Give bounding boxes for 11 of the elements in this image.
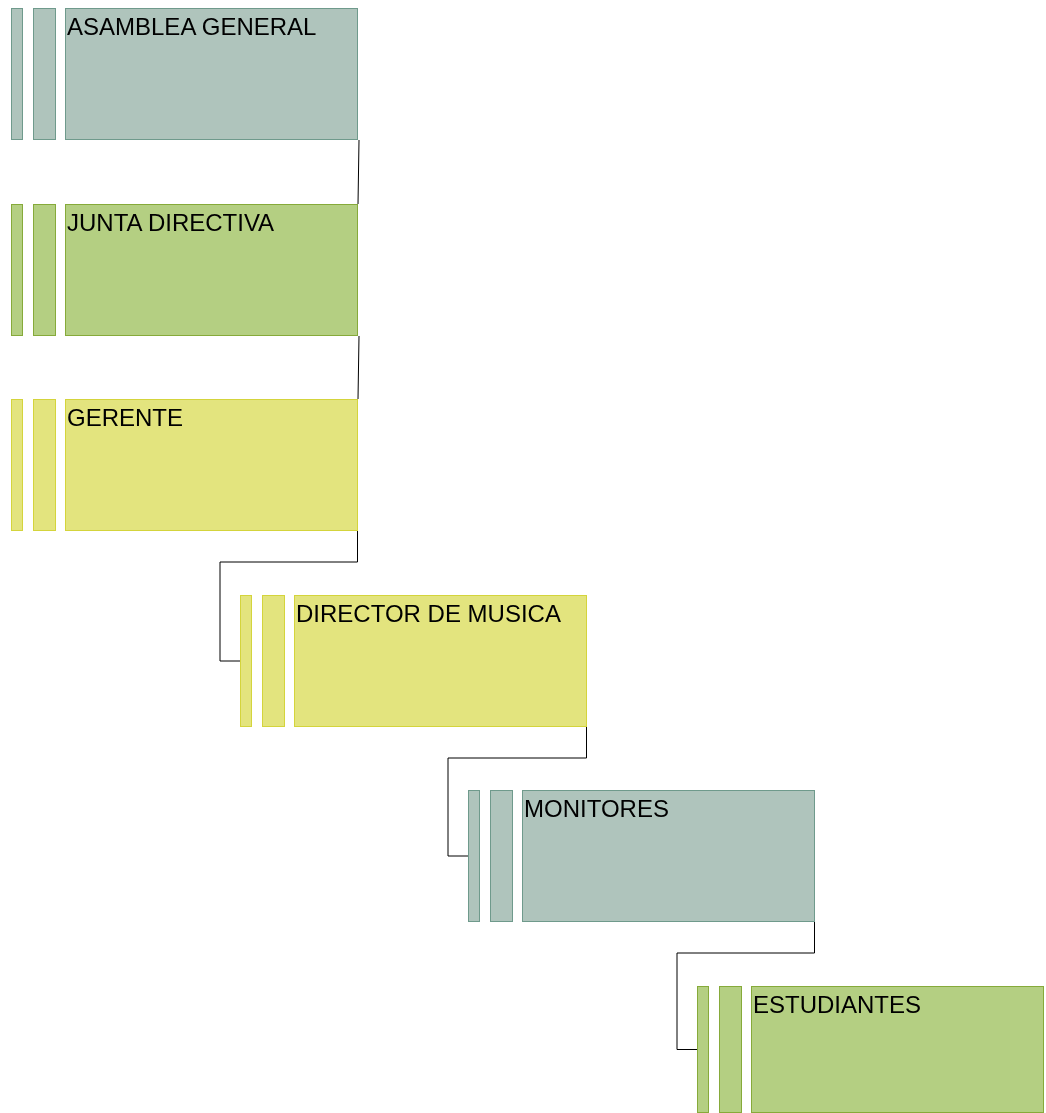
role-label: DIRECTOR DE MUSICA: [296, 599, 562, 629]
role-label: ESTUDIANTES: [753, 990, 923, 1020]
role-label: MONITORES: [524, 794, 670, 824]
connector-line: [447, 726, 587, 857]
role-label: GERENTE: [67, 403, 184, 433]
role-label: JUNTA DIRECTIVA: [67, 208, 276, 238]
connector-line: [357, 335, 360, 400]
connector-line: [676, 921, 815, 1050]
connector-line: [357, 139, 360, 205]
connector-line: [219, 530, 358, 662]
role-label: ASAMBLEA GENERAL: [67, 12, 318, 42]
